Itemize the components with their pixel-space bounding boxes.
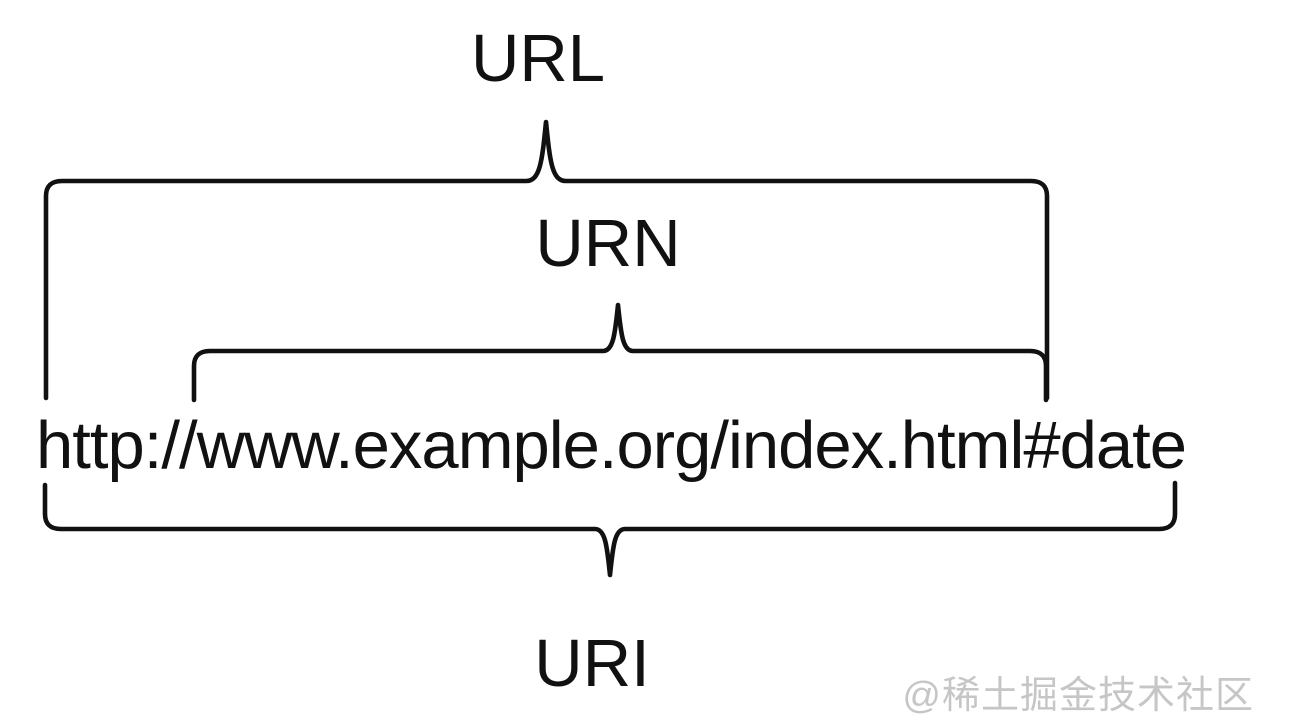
urn-label: URN bbox=[535, 206, 681, 281]
uri-label: URI bbox=[534, 626, 650, 701]
url-label: URL bbox=[470, 21, 606, 96]
uri-brace bbox=[42, 480, 1178, 578]
urn-brace bbox=[191, 302, 1049, 403]
url-brace bbox=[43, 119, 1050, 401]
watermark-text: @稀土掘金技术社区 bbox=[902, 675, 1254, 717]
example-uri-text: http://www.example.org/index.html#date bbox=[36, 408, 1187, 483]
